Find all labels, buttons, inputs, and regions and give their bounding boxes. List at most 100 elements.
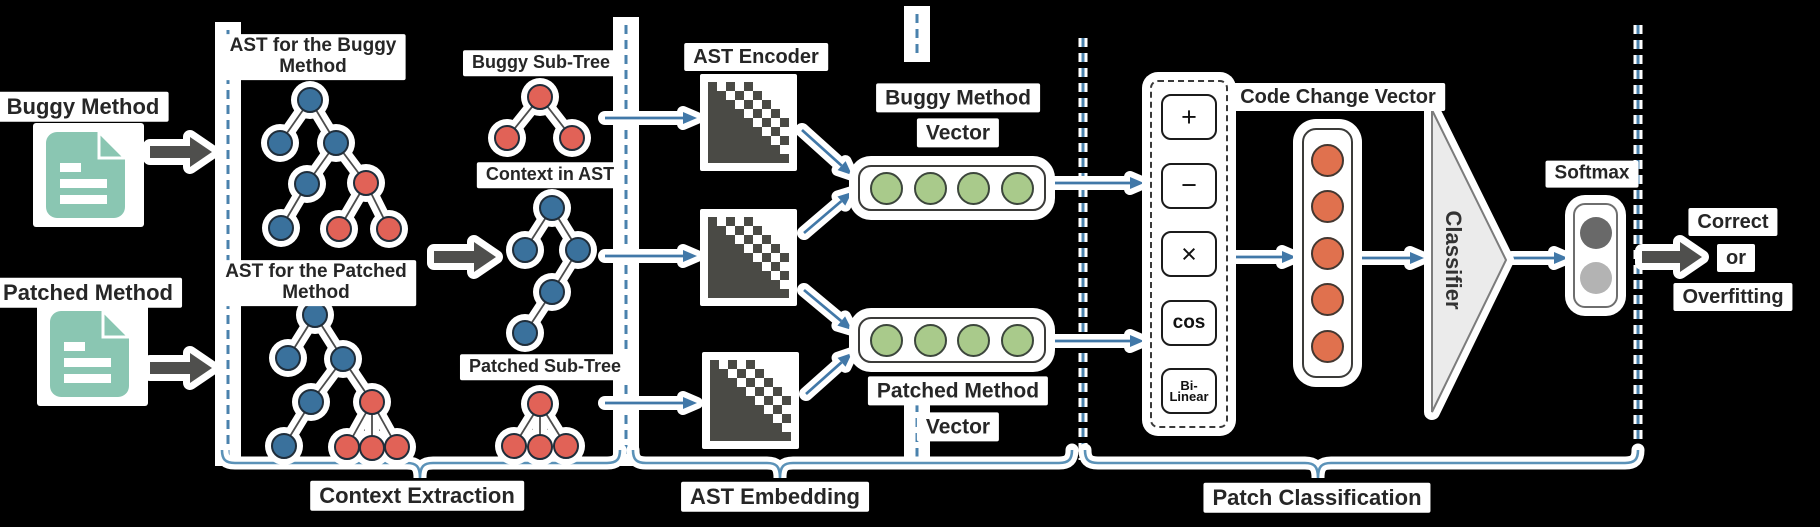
flow-arrow-head (683, 112, 697, 124)
buggy-subtree-label: Buggy Sub-Tree (462, 50, 620, 76)
encoder-cell (728, 360, 737, 369)
encoder-cell (753, 244, 762, 253)
encoder-cell (771, 289, 780, 298)
encoder-cell (717, 235, 726, 244)
encoder-cell (710, 396, 719, 405)
encoder-cell (737, 414, 746, 423)
encoder-cell (744, 154, 753, 163)
encoder-cell (728, 378, 737, 387)
flow-arrow-line (803, 288, 843, 323)
encoder-cell (708, 118, 717, 127)
encoder-cell (744, 118, 753, 127)
encoder-cell (708, 253, 717, 262)
encoder-cell (708, 217, 717, 226)
op-minus: − (1161, 162, 1217, 209)
flow-arrow-head (837, 353, 852, 367)
encoder-cell (744, 136, 753, 145)
encoder-cell (735, 127, 744, 136)
encoder-cell (753, 109, 762, 118)
tree-node-changed (376, 216, 402, 242)
softmax-label: Softmax (1545, 160, 1639, 188)
tree-node-context (330, 346, 356, 372)
op-times: × (1161, 231, 1217, 277)
op-plus: + (1161, 94, 1217, 140)
encoder-cell (773, 405, 782, 414)
encoder-cell (753, 289, 762, 298)
encoder-matrix-icon (708, 217, 789, 298)
flow-arrow-head (837, 192, 852, 206)
tree-node-context (297, 87, 323, 113)
encoder-cell (771, 127, 780, 136)
encoder-cell (753, 226, 762, 235)
tree-node-context (302, 302, 328, 328)
encoder-cell (717, 100, 726, 109)
encoder-cell (708, 91, 717, 100)
code-change-cell (1311, 190, 1344, 223)
encoder-cell (744, 271, 753, 280)
encoder-cell (746, 396, 755, 405)
encoder-cell (708, 82, 717, 91)
tree-node-changed (527, 434, 553, 460)
input-arrow (150, 137, 212, 167)
encoder-cell (717, 271, 726, 280)
stage-label-ast-embedding: AST Embedding (681, 481, 869, 513)
encoder-cell (762, 154, 771, 163)
vector-cell (1000, 171, 1034, 205)
input-arrow (150, 353, 212, 383)
encoder-cell (782, 432, 791, 441)
tree-node-changed (334, 434, 360, 460)
encoder-cell (735, 289, 744, 298)
tree-node-changed (353, 170, 379, 196)
code-change-cell (1311, 236, 1344, 270)
encoder-cell (726, 262, 735, 271)
encoder-cell (710, 387, 719, 396)
encoder-cell (746, 432, 755, 441)
encoder-cell (717, 244, 726, 253)
encoder-cell (753, 271, 762, 280)
encoder-cell (717, 136, 726, 145)
encoder-cell (737, 369, 746, 378)
encoder-cell (735, 280, 744, 289)
encoder-cell (744, 100, 753, 109)
ast-buggy-title: AST for the Buggy Method (220, 34, 406, 80)
buggy-method-label: Buggy Method (0, 91, 169, 123)
input-arrow (1642, 242, 1702, 272)
flow-arrow-line (805, 361, 843, 396)
encoder-cell (753, 127, 762, 136)
encoder-cell (710, 432, 719, 441)
classifier-triangle (1431, 109, 1508, 413)
vector-cell (957, 171, 991, 205)
encoder-cell (708, 136, 717, 145)
encoder-cell (755, 423, 764, 432)
tree-node-changed (527, 391, 553, 417)
encoder-cell (726, 271, 735, 280)
tree-node-context (512, 320, 538, 346)
encoder-cell (708, 280, 717, 289)
flow-arrow-line (803, 200, 843, 235)
context-in-ast-label: Context in AST (476, 162, 624, 188)
vector-cell (957, 323, 991, 357)
encoder-cell (771, 262, 780, 271)
encoder-cell (726, 154, 735, 163)
encoder-cell (710, 360, 719, 369)
encoder-cell (735, 253, 744, 262)
encoder-cell (719, 405, 728, 414)
encoder-cell (746, 378, 755, 387)
encoder-cell (780, 136, 789, 145)
stage-brace (631, 449, 1074, 479)
encoder-cell (764, 378, 773, 387)
encoder-cell (780, 289, 789, 298)
encoder-cell (746, 423, 755, 432)
tree-node-changed (501, 433, 527, 459)
output-overfitting-label: Overfitting (1673, 283, 1793, 311)
encoder-cell (771, 145, 780, 154)
encoder-cell (780, 118, 789, 127)
tree-node-changed (553, 433, 579, 459)
encoder-cell (719, 423, 728, 432)
ast-patched-title: AST for the Patched Method (216, 260, 416, 306)
tree-node-changed (494, 125, 520, 151)
encoder-cell (719, 432, 728, 441)
encoder-cell (726, 289, 735, 298)
encoder-cell (762, 280, 771, 289)
